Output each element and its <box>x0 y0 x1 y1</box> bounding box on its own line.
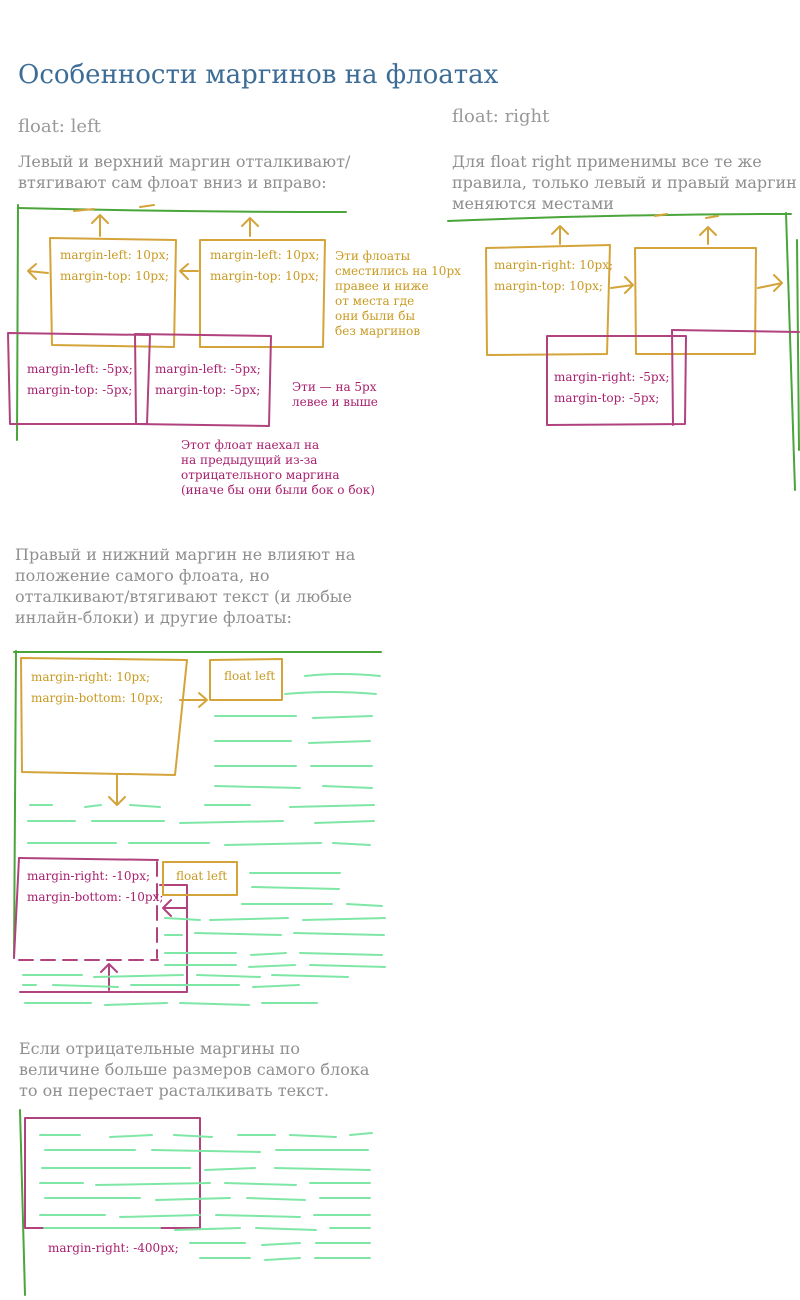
left-float3-label: margin-left: -5px; margin-top: -5px; <box>27 362 133 397</box>
note-negative-shift: Эти — на 5px левее и выше <box>292 380 378 409</box>
float-left-small1-label: float left <box>224 669 276 683</box>
right-float2-label: margin-right: -5px; margin-top: -5px; <box>554 370 670 405</box>
bottom-float2-label: margin-right: -10px; margin-bottom: -10p… <box>27 869 164 904</box>
right-float1-label: margin-right: 10px; margin-top: 10px; <box>494 258 613 293</box>
large-negative-label: margin-right: -400px; <box>48 1241 179 1255</box>
float-left-heading: float: left <box>18 116 101 137</box>
float-left-description: Левый и верхний маргин отталкивают/ втяг… <box>18 152 351 192</box>
float-right-description: Для float right применимы все те же прав… <box>452 152 797 213</box>
right-bottom-margins-diagram <box>13 650 386 1006</box>
large-negative-margin-diagram <box>19 1109 373 1296</box>
left-float4-label: margin-left: -5px; margin-top: -5px; <box>155 362 261 397</box>
page-title: Особенности маргинов на флоатах <box>18 60 499 90</box>
left-float1-label: margin-left: 10px; margin-top: 10px; <box>60 248 170 283</box>
bottom-float1-label: margin-right: 10px; margin-bottom: 10px; <box>31 670 164 705</box>
left-float2-label: margin-left: 10px; margin-top: 10px; <box>210 248 320 283</box>
note-overlap: Этот флоат наехал на на предыдущий из-за… <box>181 438 375 497</box>
float-left-diagram <box>7 204 347 441</box>
float-right-heading: float: right <box>452 106 550 127</box>
float-right-diagram <box>447 212 800 491</box>
float-left-small2-label: float left <box>176 869 228 883</box>
large-negative-description: Если отрицательные маргины по величине б… <box>19 1039 370 1100</box>
note-positive-shift: Эти флоаты сместились на 10px правее и н… <box>335 249 461 338</box>
bottom-margins-description: Правый и нижний маргин не влияют на поло… <box>15 545 356 627</box>
